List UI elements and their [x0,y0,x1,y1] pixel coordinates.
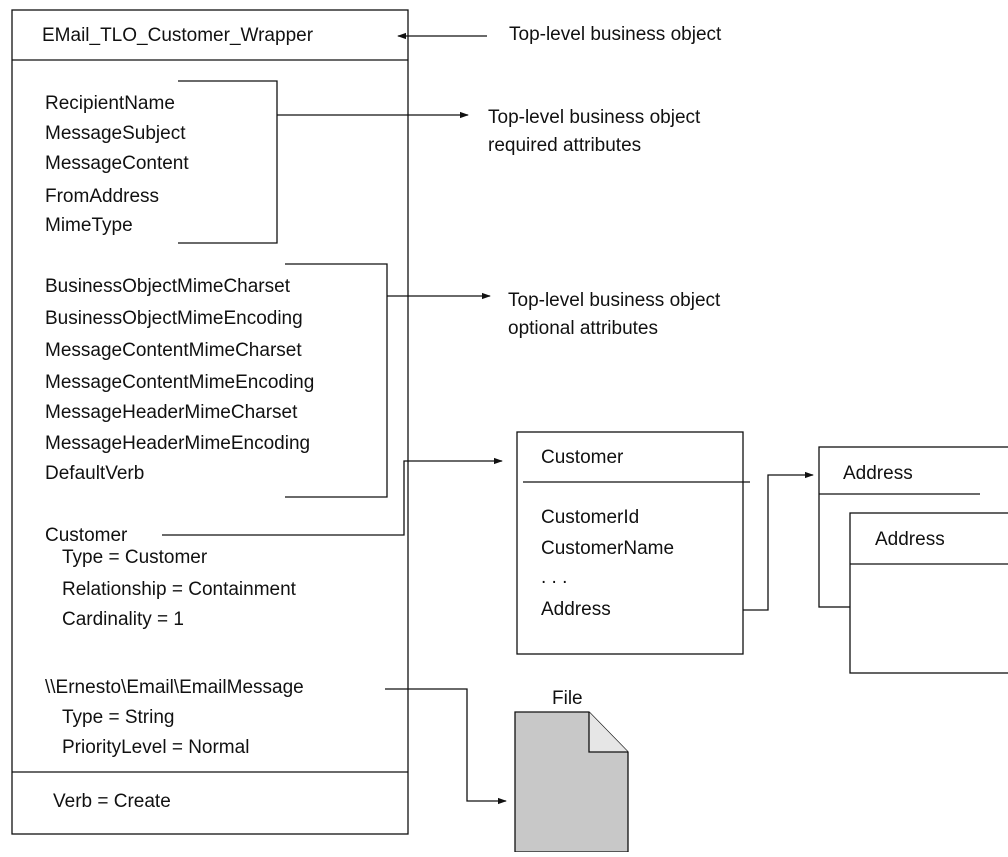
customer-connector [162,457,503,536]
file-fold-icon [588,712,628,753]
optional-label-line1: Top-level business object [508,290,721,311]
file-label: File [552,688,583,709]
customer-title: Customer [541,447,624,468]
file-object: File [514,688,629,853]
attr-mc-mime-encoding: MessageContentMimeEncoding [45,372,314,393]
file-connector [385,688,507,805]
attr-email-type: Type = String [62,707,174,728]
attr-recipient-name: RecipientName [45,93,175,114]
required-bracket [178,80,278,244]
address-back-title: Address [843,463,913,484]
attr-bo-mime-encoding: BusinessObjectMimeEncoding [45,308,303,329]
customer-attr-ellipsis: . . . [541,567,567,588]
address-objects: Address Address [818,446,1008,674]
attr-email-priority: PriorityLevel = Normal [62,737,249,758]
annotations: Top-level business object Top-level busi… [488,24,722,339]
wrapper-object: EMail_TLO_Customer_Wrapper RecipientName… [11,9,409,835]
customer-box [516,431,744,655]
attr-email-path: \\Ernesto\Email\EmailMessage [45,677,304,698]
optional-label-line2: optional attributes [508,318,658,339]
required-label-line2: required attributes [488,135,641,156]
attr-mh-mime-encoding: MessageHeaderMimeEncoding [45,433,310,454]
attr-default-verb: DefaultVerb [45,463,144,484]
attr-from-address: FromAddress [45,186,159,207]
top-level-label: Top-level business object [509,24,722,45]
file-icon [514,711,629,853]
customer-attr-name: CustomerName [541,538,674,559]
attr-customer-name: Customer [45,525,128,546]
attr-mime-type: MimeType [45,215,133,236]
customer-attr-address: Address [541,599,611,620]
required-attributes: RecipientName MessageSubject MessageCont… [45,93,189,236]
attr-message-content: MessageContent [45,153,189,174]
attr-customer-relationship: Relationship = Containment [62,579,297,600]
attr-bo-mime-charset: BusinessObjectMimeCharset [45,276,291,297]
attr-mh-mime-charset: MessageHeaderMimeCharset [45,402,298,423]
wrapper-box [11,9,409,835]
customer-attribute: Customer Type = Customer Relationship = … [45,525,297,630]
address-box-front [849,512,1008,674]
email-attribute: \\Ernesto\Email\EmailMessage Type = Stri… [45,677,304,758]
attr-customer-cardinality: Cardinality = 1 [62,609,184,630]
optional-attributes: BusinessObjectMimeCharset BusinessObject… [45,276,314,484]
attr-customer-type: Type = Customer [62,547,208,568]
optional-bracket [285,263,388,498]
verb-label: Verb = Create [53,791,171,812]
attr-message-subject: MessageSubject [45,123,186,144]
address-front-title: Address [875,529,945,550]
customer-object: Customer CustomerId CustomerName . . . A… [516,431,750,655]
attr-mc-mime-charset: MessageContentMimeCharset [45,340,302,361]
wrapper-title: EMail_TLO_Customer_Wrapper [42,25,314,46]
customer-attr-id: CustomerId [541,507,639,528]
required-label-line1: Top-level business object [488,107,701,128]
